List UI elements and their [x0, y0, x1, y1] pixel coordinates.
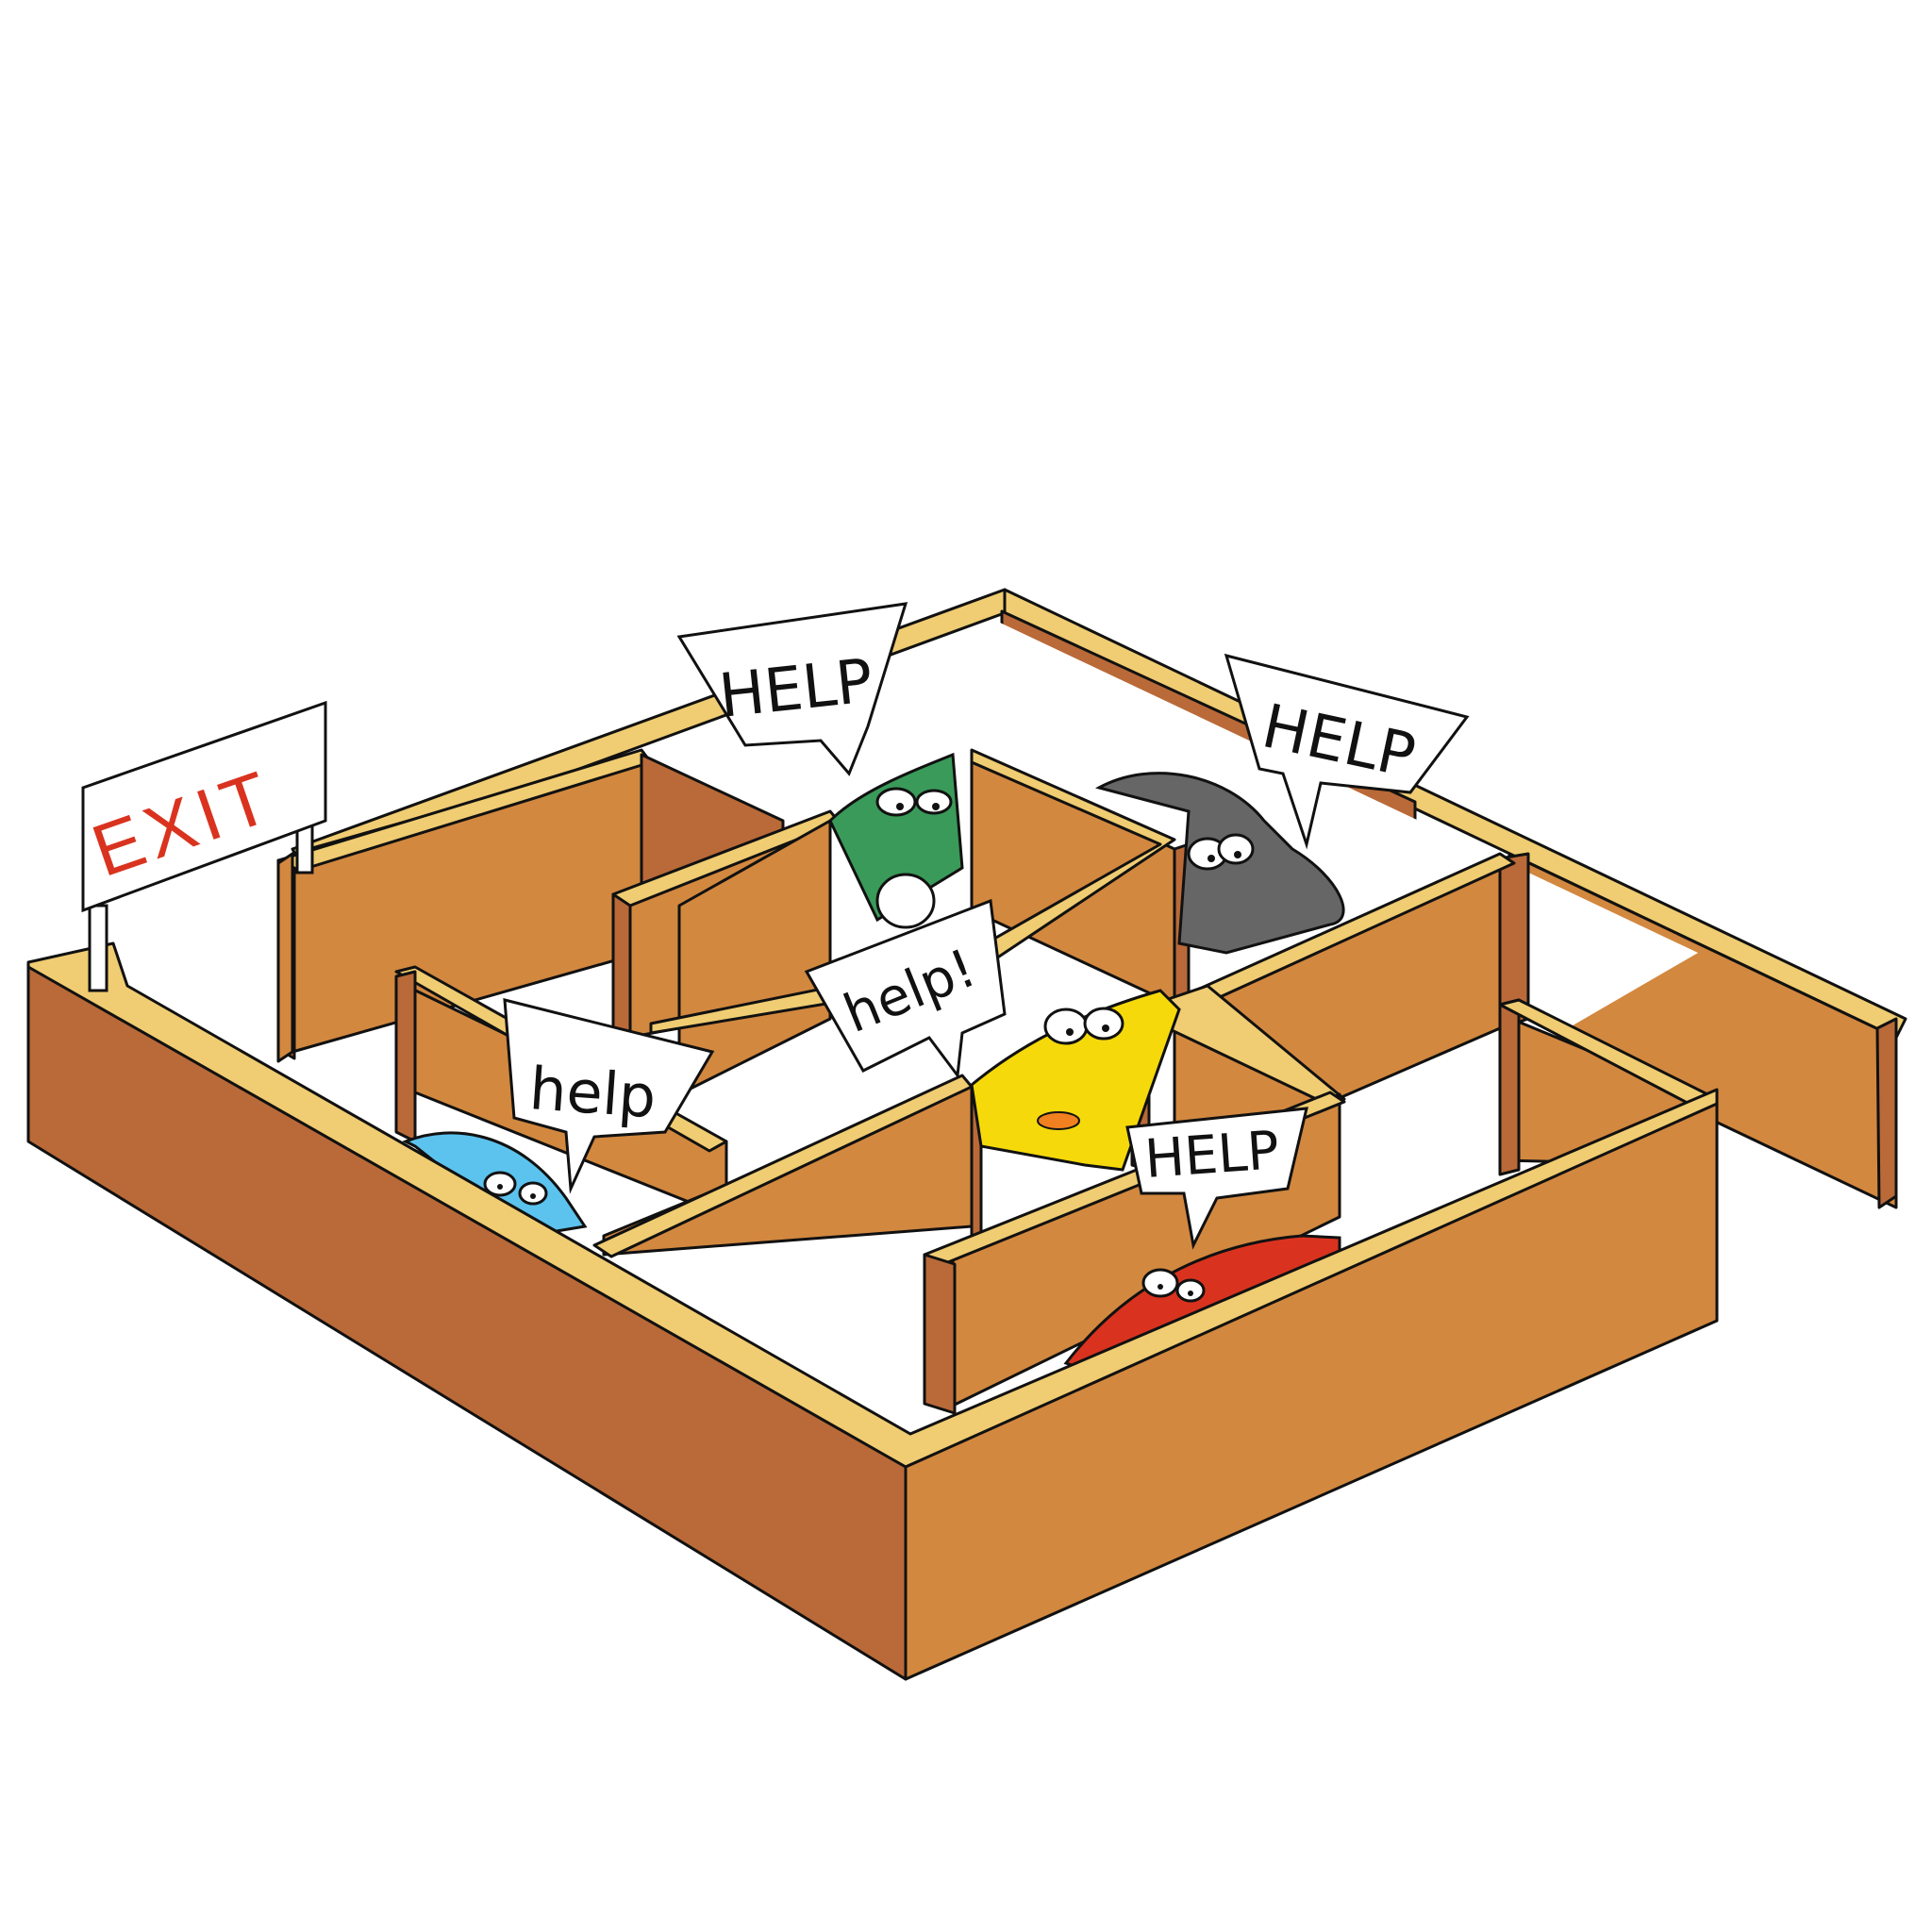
exit-sign: EXIT: [81, 700, 327, 992]
maze-outer-wall-front: [26, 941, 1719, 1681]
speech-bubble-green: HELP: [676, 602, 908, 776]
speech-bubble-red: HELP: [1125, 1107, 1308, 1250]
maze-left-wall: [276, 852, 294, 1063]
speech-bubble-green-text: HELP: [716, 646, 876, 732]
speech-bubble-red-text: HELP: [1142, 1120, 1281, 1191]
speech-bubble-blue-text: help: [527, 1054, 658, 1131]
speech-bubble-yellow: help!: [804, 898, 1007, 1079]
speech-bubble-gray: HELP: [1224, 653, 1470, 850]
car-yellow-icon: [970, 989, 1181, 1172]
speech-bubble-blue: help: [503, 998, 715, 1194]
car-green-icon: [828, 752, 964, 929]
car-gray-icon: [1094, 772, 1345, 955]
car-blue-icon: [402, 1131, 588, 1238]
